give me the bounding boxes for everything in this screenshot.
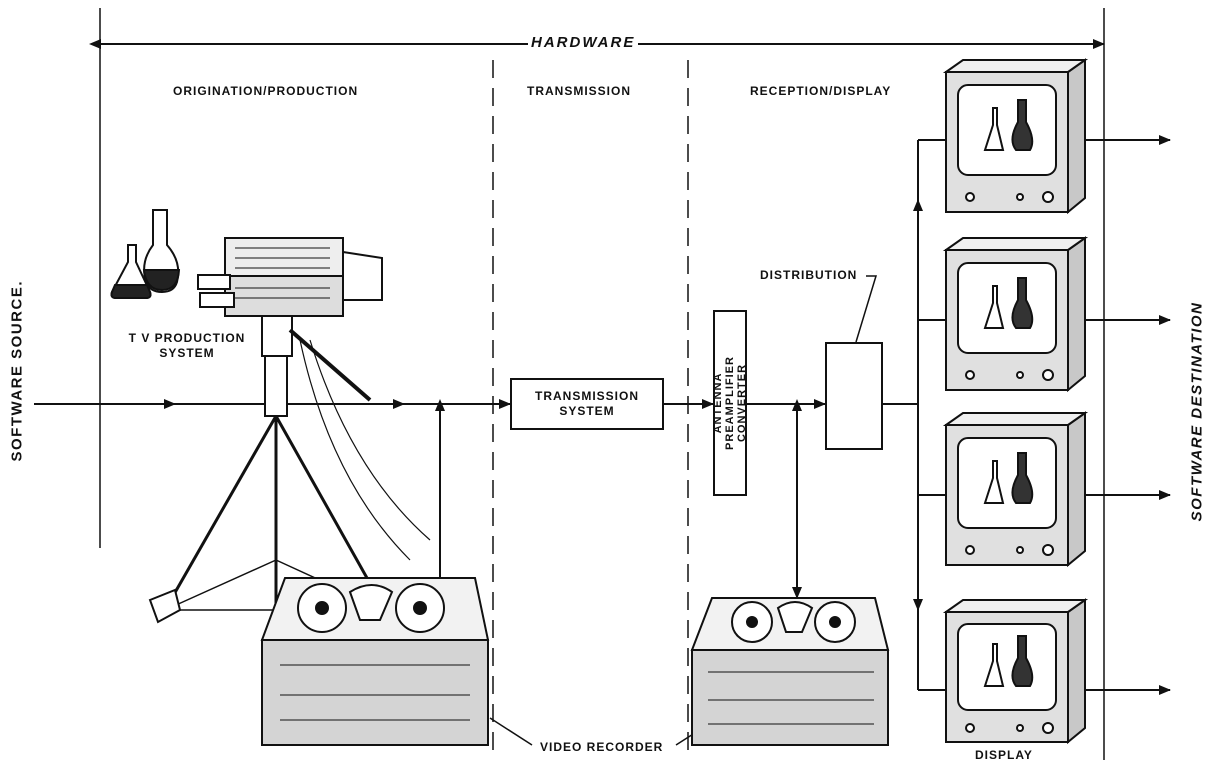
lab-flasks-illustration [112,210,180,298]
tv-production-label: T V PRODUCTION SYSTEM [122,331,252,361]
receiver-box: ANTENNA PREAMPLIFIER CONVERTER [713,310,747,496]
display-monitor-1 [946,60,1085,212]
tv-production-line2: SYSTEM [122,346,252,361]
transmission-system-line2: SYSTEM [559,404,614,419]
video-recorder-label: VIDEO RECORDER [540,740,663,755]
distribution-box [825,342,883,450]
tv-production-line1: T V PRODUCTION [122,331,252,346]
video-recorder-2-illustration [692,598,888,745]
video-recorder-leader-left [490,718,532,745]
section-title-reception: RECEPTION/DISPLAY [750,84,891,99]
receiver-line3: CONVERTER [736,356,748,450]
receiver-line2: PREAMPLIFIER [724,356,736,450]
section-title-origination: ORIGINATION/PRODUCTION [173,84,358,99]
video-recorder-1-illustration [262,578,488,745]
transmission-system-line1: TRANSMISSION [535,389,639,404]
distribution-label: DISTRIBUTION [760,268,857,283]
transmission-system-box: TRANSMISSION SYSTEM [510,378,664,430]
display-monitor-2 [946,238,1085,390]
software-source-label: SOFTWARE SOURCE. [9,292,26,462]
display-label: DISPLAY [975,748,1033,763]
hardware-label: HARDWARE [528,35,638,50]
distribution-leader [856,276,876,342]
section-title-transmission: TRANSMISSION [527,84,631,99]
receiver-line1: ANTENNA [712,356,724,450]
receiver-text: ANTENNA PREAMPLIFIER CONVERTER [712,356,748,450]
display-monitor-3 [946,413,1085,565]
display-monitor-4 [946,600,1085,742]
software-destination-label: SOFTWARE DESTINATION [1189,302,1206,522]
